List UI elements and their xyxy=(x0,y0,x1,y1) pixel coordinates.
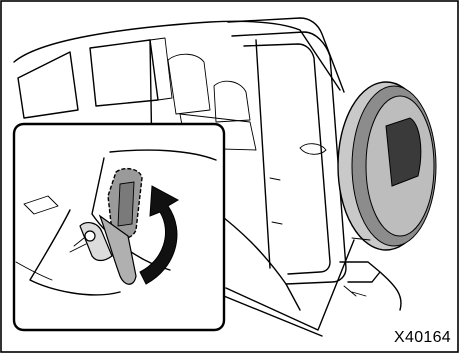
spare-tire xyxy=(338,82,436,250)
detail-inset xyxy=(14,124,224,330)
figure-code: X40164 xyxy=(394,329,451,347)
